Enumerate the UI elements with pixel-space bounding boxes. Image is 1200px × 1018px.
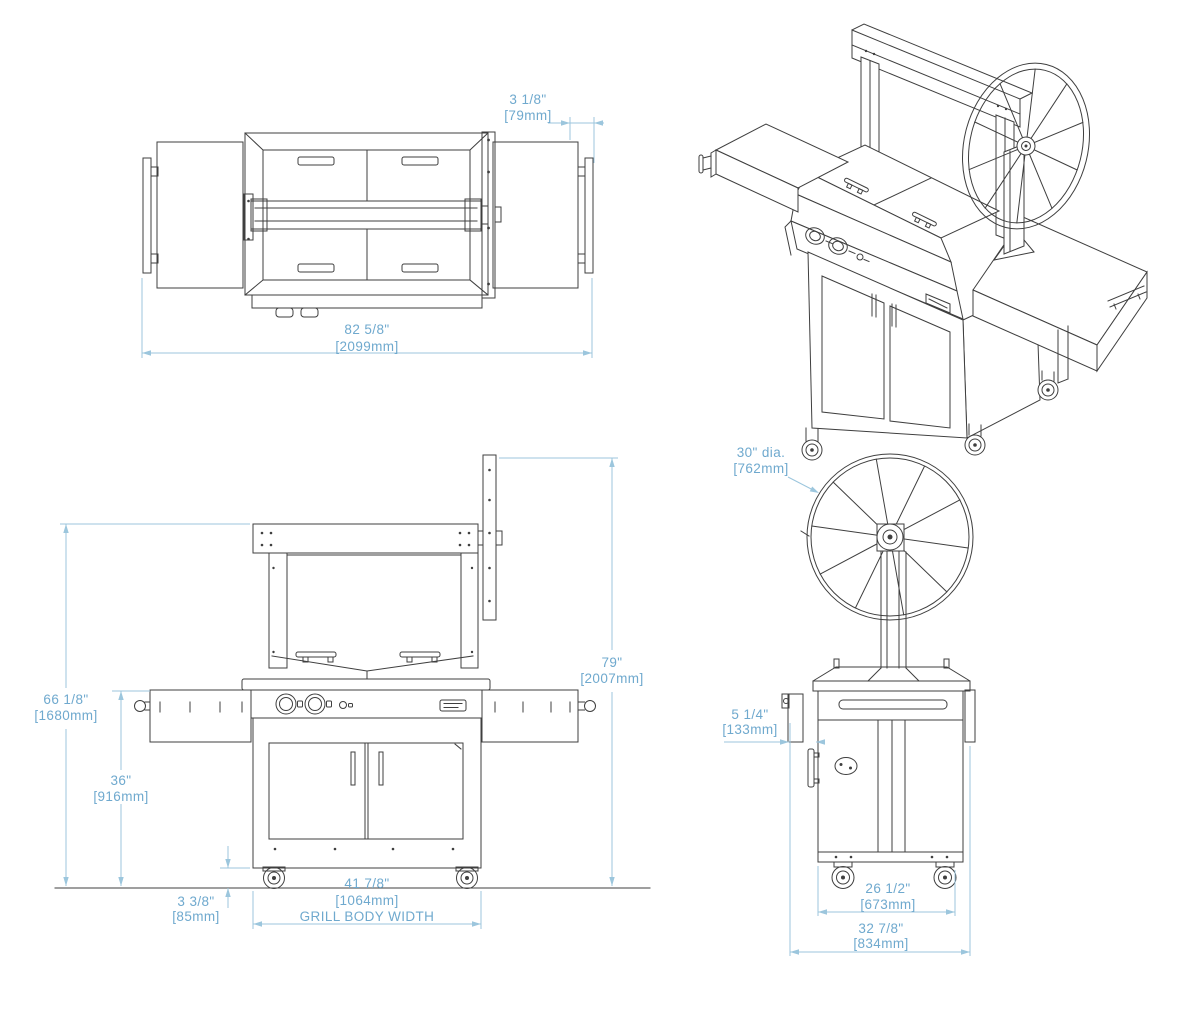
dim-overall-depth-in: 32 7/8" bbox=[858, 921, 903, 936]
front-view bbox=[54, 454, 651, 889]
burner-knob bbox=[275, 693, 297, 715]
firebox-lip bbox=[241, 678, 491, 691]
dim-grill-body-width-label: GRILL BODY WIDTH bbox=[300, 909, 435, 924]
gantry-beam bbox=[252, 523, 479, 554]
control-panel bbox=[790, 220, 964, 320]
caster bbox=[933, 866, 957, 889]
rotisserie-wheel bbox=[962, 62, 1090, 230]
right-handle bbox=[584, 157, 594, 274]
gas-valve bbox=[300, 307, 319, 318]
caster bbox=[456, 867, 478, 889]
match-holder bbox=[834, 757, 858, 775]
wheel-support-bar bbox=[482, 454, 497, 621]
cart-door bbox=[889, 305, 951, 429]
dim-cart-depth-in: 26 1/2" bbox=[865, 881, 910, 896]
dim-shelf-height-mm: [916mm] bbox=[93, 789, 148, 804]
vent-slot bbox=[838, 699, 948, 710]
caster bbox=[831, 866, 855, 889]
wheel-spokes bbox=[811, 458, 969, 616]
dim-grill-body-width-in: 41 7/8" bbox=[344, 876, 389, 891]
right-shelf bbox=[492, 141, 579, 289]
left-shelf bbox=[149, 689, 252, 743]
dim-cart-depth-mm: [673mm] bbox=[860, 897, 915, 912]
top-view bbox=[142, 131, 594, 318]
dim-overall-depth-mm: [834mm] bbox=[853, 936, 908, 951]
left-handle bbox=[142, 157, 152, 274]
isometric-view bbox=[698, 23, 1148, 461]
brand-badge bbox=[439, 699, 467, 712]
rotisserie-wheel bbox=[806, 453, 974, 621]
door-handle-side bbox=[807, 748, 815, 788]
dim-wheel-diameter-in: 30" dia. bbox=[737, 445, 786, 460]
dim-ground-clearance-in: 3 3/8" bbox=[177, 894, 214, 909]
rear-shelf-edge bbox=[964, 689, 976, 743]
burner-knob bbox=[304, 693, 326, 715]
cart-doors bbox=[268, 742, 464, 840]
lid-handle bbox=[912, 211, 937, 227]
gantry-post bbox=[460, 552, 479, 669]
left-shelf bbox=[156, 141, 244, 289]
lid-vent-slot bbox=[297, 156, 335, 166]
dim-wheel-diameter-mm: [762mm] bbox=[733, 461, 788, 476]
dim-front-overhang-in: 5 1/4" bbox=[731, 707, 768, 722]
dimensions-top-view: 82 5/8" [2099mm] 3 1/8" [79mm] bbox=[141, 92, 604, 358]
dim-overall-width-mm: [2099mm] bbox=[335, 339, 398, 354]
igniter-button bbox=[856, 253, 864, 261]
dim-handle-offset-mm: [79mm] bbox=[504, 108, 551, 123]
cart-body bbox=[252, 717, 482, 869]
dim-total-height-in: 79" bbox=[601, 655, 622, 670]
caster bbox=[263, 867, 285, 889]
lid-handle bbox=[295, 651, 337, 658]
lid-vent-slot bbox=[401, 263, 439, 273]
lid-vent-slot bbox=[297, 263, 335, 273]
dim-handle-offset-in: 3 1/8" bbox=[509, 92, 546, 107]
gantry-post bbox=[268, 552, 288, 669]
right-shelf bbox=[481, 689, 579, 743]
burner-knob bbox=[828, 237, 848, 255]
dimensions-side-view: 30" dia. [762mm] 5 1/4" [133mm] 26 1/2" … bbox=[722, 445, 971, 956]
shelf-handle bbox=[584, 700, 596, 712]
door-handle bbox=[378, 751, 384, 786]
shelf-handle bbox=[134, 700, 146, 712]
dim-overall-width-in: 82 5/8" bbox=[344, 322, 389, 337]
gantry-beam bbox=[851, 29, 1021, 128]
dim-ground-clearance-mm: [85mm] bbox=[172, 909, 219, 924]
shelf-handle bbox=[1107, 285, 1147, 310]
dim-total-height-mm: [2007mm] bbox=[580, 671, 643, 686]
dim-overall-height-in: 66 1/8" bbox=[43, 692, 88, 707]
dimensions-front-view: 66 1/8" [1680mm] 36" [916mm] 79" [2007mm… bbox=[34, 457, 643, 929]
dim-shelf-height-in: 36" bbox=[110, 773, 131, 788]
door-handle bbox=[350, 751, 356, 786]
side-view bbox=[781, 453, 976, 889]
dim-grill-body-width-mm: [1064mm] bbox=[335, 893, 398, 908]
cart-door bbox=[821, 275, 885, 420]
lid-vent-slot bbox=[401, 156, 439, 166]
wheel-column bbox=[1003, 143, 1025, 255]
gas-valve bbox=[275, 307, 294, 318]
cart-side bbox=[817, 690, 964, 853]
igniter-button bbox=[339, 701, 347, 709]
shelf-leg bbox=[1057, 325, 1069, 384]
lid-handle bbox=[844, 177, 869, 193]
cart-front bbox=[807, 251, 968, 439]
dim-front-overhang-mm: [133mm] bbox=[722, 722, 777, 737]
burner-knob bbox=[805, 227, 825, 245]
front-overhang-plate bbox=[787, 693, 804, 743]
lid-handle bbox=[399, 651, 441, 658]
wheel-column bbox=[867, 551, 920, 682]
dim-overall-height-mm: [1680mm] bbox=[34, 708, 97, 723]
rotisserie-crossbar bbox=[250, 200, 482, 230]
